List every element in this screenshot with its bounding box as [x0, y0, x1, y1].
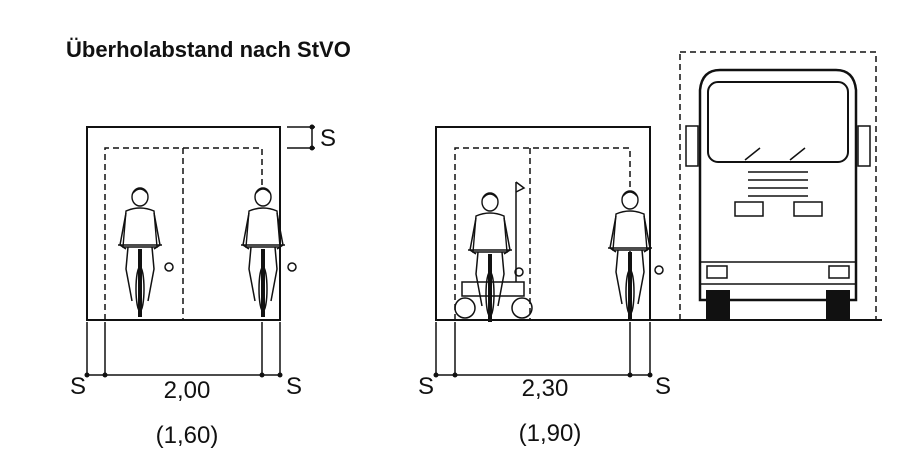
dimension-line	[84, 322, 283, 378]
cyclist-icon	[606, 189, 665, 322]
width-label: 2,00	[164, 377, 211, 404]
left-margin-label: S	[418, 373, 434, 400]
cyclist-with-trailer-icon	[454, 181, 533, 324]
dimension-line	[433, 322, 653, 378]
clearance-box	[435, 126, 651, 321]
left-margin-label: S	[70, 373, 86, 400]
cyclist-icon	[239, 186, 298, 319]
cyclist-icon	[116, 186, 175, 319]
right-margin-label: S	[286, 373, 302, 400]
diagram-title: Überholabstand nach StVO	[66, 37, 351, 62]
truck-icon	[679, 51, 877, 321]
left-scene-two-cyclists: S S S 2,00 (1,60)	[70, 124, 336, 449]
min-width-label: (1,60)	[156, 422, 219, 449]
top-margin-label: S	[320, 125, 336, 152]
width-label: 2,30	[522, 375, 569, 402]
min-width-label: (1,90)	[519, 420, 582, 447]
right-scene-trailer-cyclist-truck: S S 2,30 (1,90)	[418, 51, 882, 447]
top-margin-marker	[287, 124, 315, 151]
right-margin-label: S	[655, 373, 671, 400]
